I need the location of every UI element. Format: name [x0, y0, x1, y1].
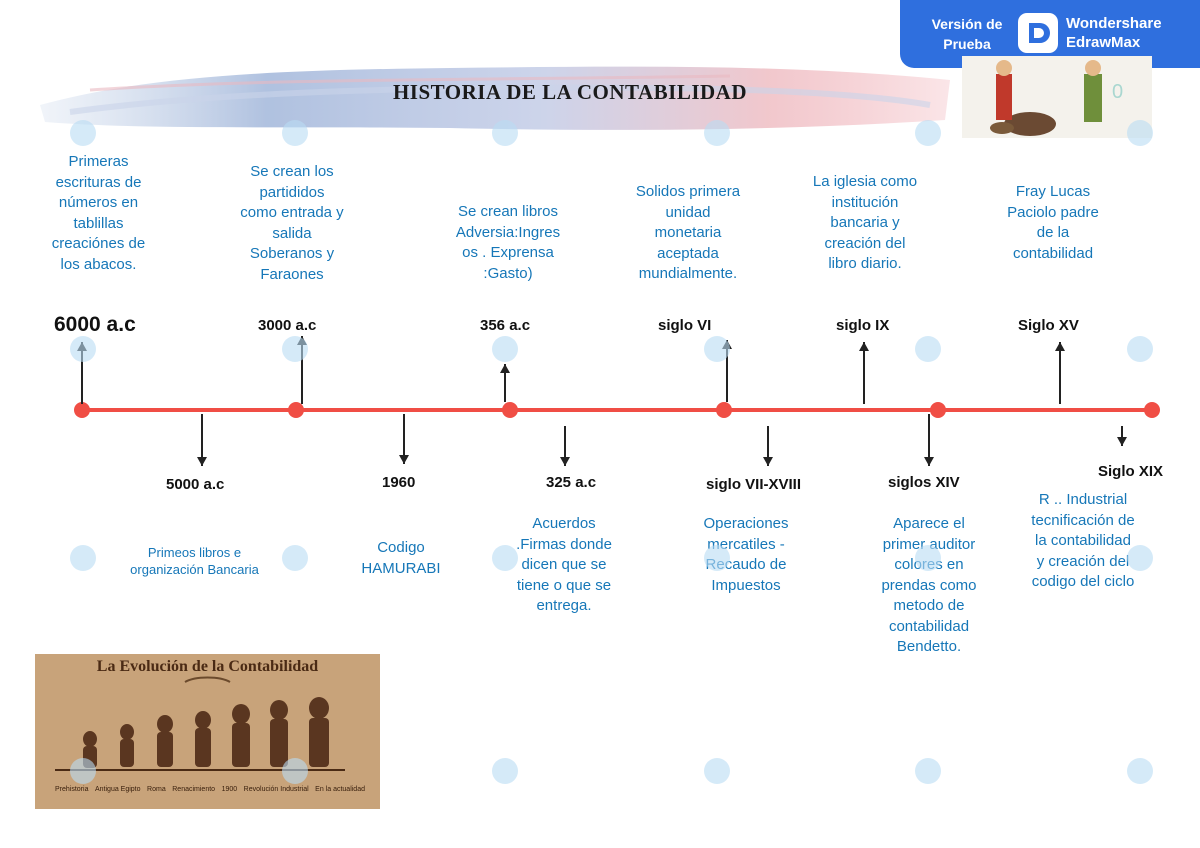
down-arrow-2-head: [399, 455, 409, 464]
bottom-event-date-6: Siglo XIX: [1098, 463, 1164, 480]
watermark-icon: [704, 120, 730, 146]
watermark-icon: [492, 545, 518, 571]
evolution-stages: Prehistoria Antigua Egipto Roma Renacimi…: [55, 786, 365, 793]
top-event-desc-6: Fray Lucas Paciolo padre de la contabili…: [1007, 183, 1099, 262]
bottom-event-date-3: 325 a.c: [546, 474, 597, 491]
timeline-dot-2: [288, 402, 304, 418]
down-arrow-5-head: [924, 457, 934, 466]
timeline-dot-5: [930, 402, 946, 418]
timeline-dot-1: [74, 402, 90, 418]
bottom-event-desc-3: Acuerdos .Firmas donde dicen que se tien…: [516, 515, 612, 614]
top-event-desc-4: Solidos primera unidad monetaria aceptad…: [635, 183, 741, 282]
watermark-icon: [70, 120, 96, 146]
top-event-date-6: Siglo XV: [1018, 317, 1079, 334]
watermark-icon: [704, 758, 730, 784]
title-brush-stroke: [40, 66, 950, 130]
watermark-icon: [1127, 120, 1153, 146]
bottom-event-date-4: siglo VII-XVIII: [706, 476, 802, 493]
top-event-date-4: siglo VI: [658, 317, 712, 334]
timeline-dot-4: [716, 402, 732, 418]
watermark-icon: [70, 758, 96, 784]
watermark-icon: [70, 545, 96, 571]
watermark-icon: [915, 545, 941, 571]
watermark-icon: [1127, 758, 1153, 784]
evolution-title: La Evolución de la Contabilidad: [96, 658, 319, 675]
watermark-icon: [282, 120, 308, 146]
top-event-desc-3: Se crean libros Adversia:Ingres os . Exp…: [455, 203, 561, 282]
evolution-image: La Evolución de la Contabilidad Prehisto…: [35, 654, 380, 809]
watermark-icon: [282, 758, 308, 784]
bottom-event-desc-5: Aparece el primer auditor colores en pre…: [881, 515, 977, 655]
evolution-figures: [55, 676, 345, 771]
watermark-icon: [492, 120, 518, 146]
watermark-icon: [915, 336, 941, 362]
bottom-event-date-5: siglos XIV: [888, 474, 960, 491]
watermark-icon: [704, 545, 730, 571]
watermark-icon: [492, 758, 518, 784]
watermark-icon: [1127, 545, 1153, 571]
bottom-event-date-2: 1960: [382, 474, 416, 491]
watermark-icon: [492, 336, 518, 362]
watermark-icon: [915, 758, 941, 784]
up-arrow-3-head: [500, 364, 510, 373]
bottom-event-desc-1: Primeos libros e organización Bancaria: [130, 545, 259, 577]
watermark-icon: [1127, 336, 1153, 362]
edrawmax-logo-icon: [1018, 13, 1058, 53]
bottom-event-desc-2: Codigo HAMURABI: [361, 539, 441, 577]
page-title: HISTORIA DE LA CONTABILIDAD: [392, 80, 748, 104]
svg-text:0: 0: [1112, 81, 1123, 103]
bottom-event-desc-4: Operaciones mercatiles - Recaudo de Impu…: [703, 515, 789, 594]
trial-label: Versión de Prueba: [931, 16, 1003, 52]
top-event-date-1: 6000 a.c: [54, 313, 136, 336]
watermark-icon: [704, 336, 730, 362]
brand-name: Wondershare EdrawMax: [1066, 15, 1162, 51]
top-event-date-2: 3000 a.c: [258, 317, 317, 334]
watermark-icon: [282, 336, 308, 362]
top-event-desc-5: La iglesia como institución bancaria y c…: [812, 173, 918, 272]
timeline-dot-3: [502, 402, 518, 418]
down-arrow-3-head: [560, 457, 570, 466]
top-event-date-3: 356 a.c: [480, 317, 531, 334]
top-event-date-5: siglo IX: [836, 317, 890, 334]
watermark-icon: [282, 545, 308, 571]
watermark-icon: [915, 120, 941, 146]
up-arrow-5-head: [859, 342, 869, 351]
down-arrow-6-head: [1117, 437, 1127, 446]
down-arrow-4-head: [763, 457, 773, 466]
timeline-dot-6: [1144, 402, 1160, 418]
timeline-marks: [74, 336, 1160, 466]
up-arrow-6-head: [1055, 342, 1065, 351]
top-event-desc-2: Se crean los partididos como entrada y s…: [240, 163, 344, 283]
watermark-icon: [70, 336, 96, 362]
corner-illustration: 0: [962, 56, 1152, 138]
top-event-desc-1: Primeras escrituras de números en tablil…: [51, 153, 146, 273]
bottom-event-date-1: 5000 a.c: [166, 476, 225, 493]
bottom-event-desc-6: R .. Industrial tecnificación de la cont…: [1031, 491, 1135, 590]
down-arrow-1-head: [197, 457, 207, 466]
